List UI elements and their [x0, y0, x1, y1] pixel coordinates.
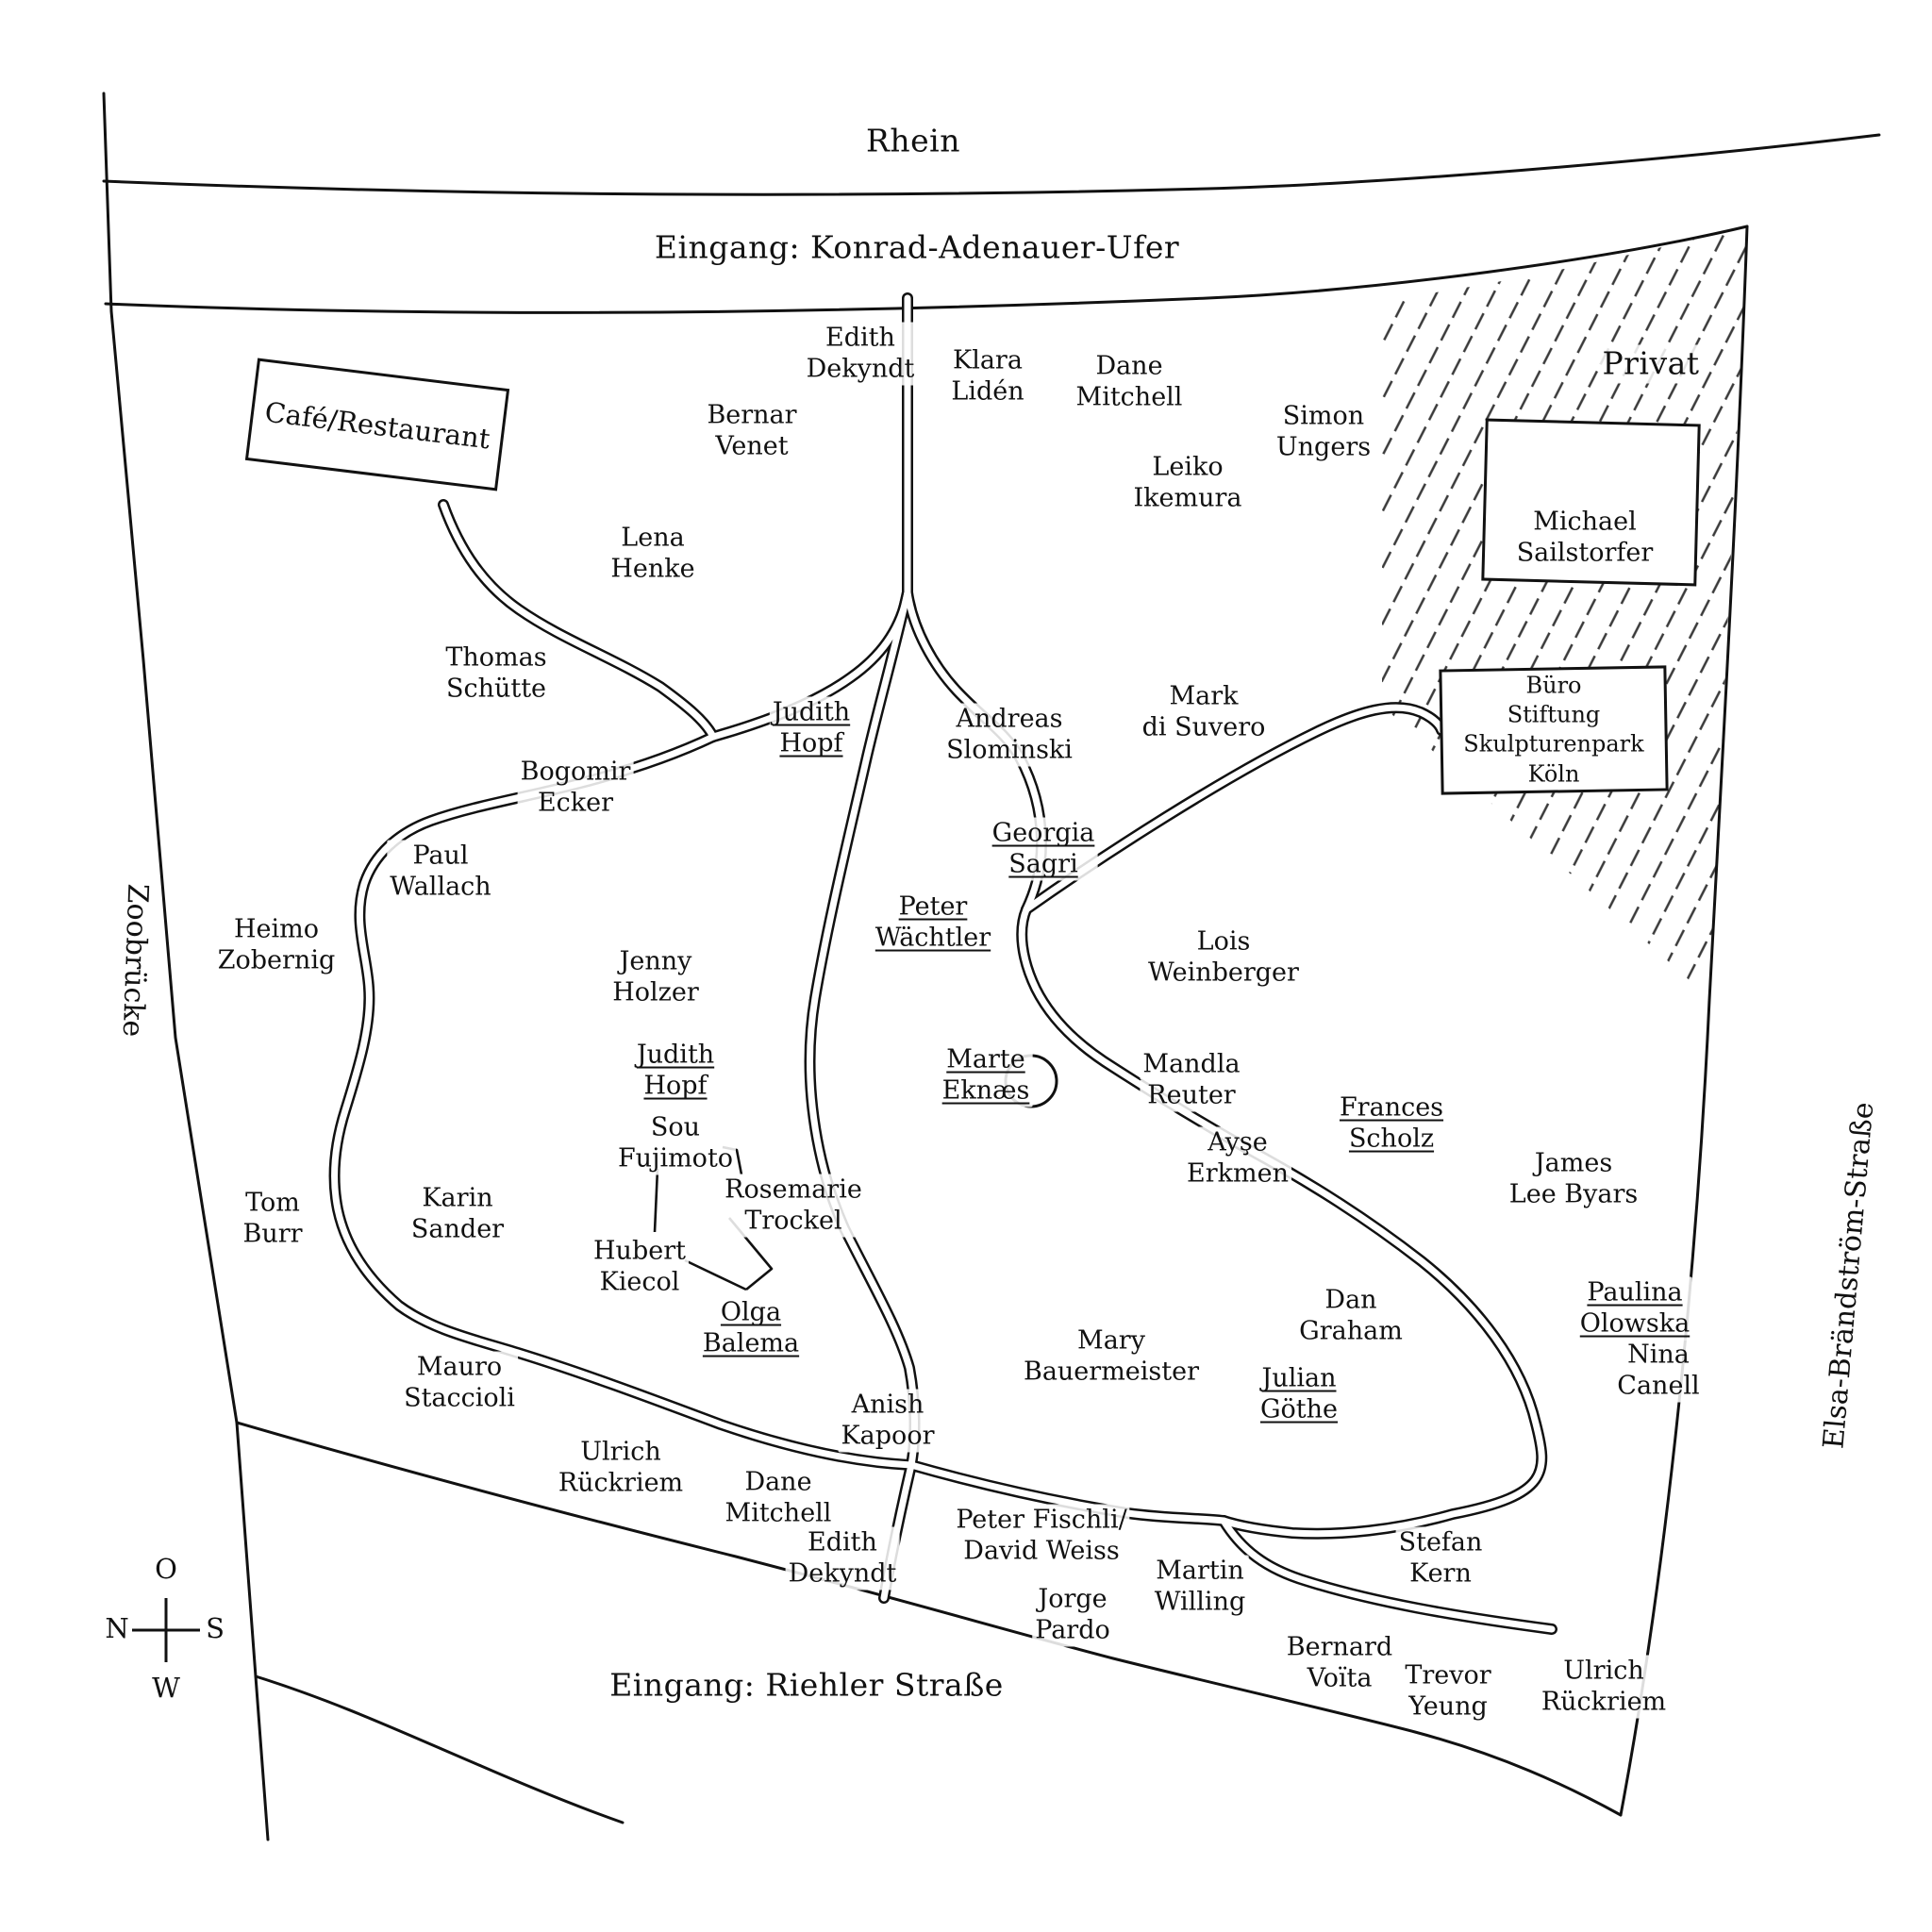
building-buero-stiftung-box — [1439, 665, 1669, 795]
private-area-hatch — [1382, 226, 1747, 998]
building-cafe-restaurant — [244, 358, 510, 491]
connector-sou-fujimoto-vertical — [653, 1168, 659, 1233]
path-from-cafe — [438, 499, 719, 742]
artwork-connectors — [653, 1145, 774, 1291]
path-west-loop — [328, 731, 917, 1471]
marte-eknaes-circle — [1004, 1054, 1058, 1108]
compass-cross — [132, 1598, 200, 1662]
path-to-buero — [1021, 702, 1447, 915]
rhein-bank-line — [102, 133, 1881, 196]
path-central — [804, 587, 921, 1604]
north-fence-line — [104, 225, 1749, 314]
path-southeast-stub — [1218, 1515, 1557, 1635]
path-east-west — [906, 1459, 1229, 1526]
west-boundary-line — [102, 92, 270, 1841]
connector-rosemarie-trockel — [728, 1217, 774, 1291]
east-boundary-line — [1619, 225, 1749, 1817]
path-cores — [331, 294, 1556, 1633]
building-michael-sailstorfer-box — [1481, 418, 1701, 587]
connector-sou-fujimoto-hook — [722, 1145, 743, 1175]
path-casings — [328, 292, 1557, 1635]
connector-hubert-kiecol — [684, 1258, 747, 1291]
south-fence-line — [235, 1421, 1623, 1817]
street-curb-line — [254, 1674, 625, 1824]
